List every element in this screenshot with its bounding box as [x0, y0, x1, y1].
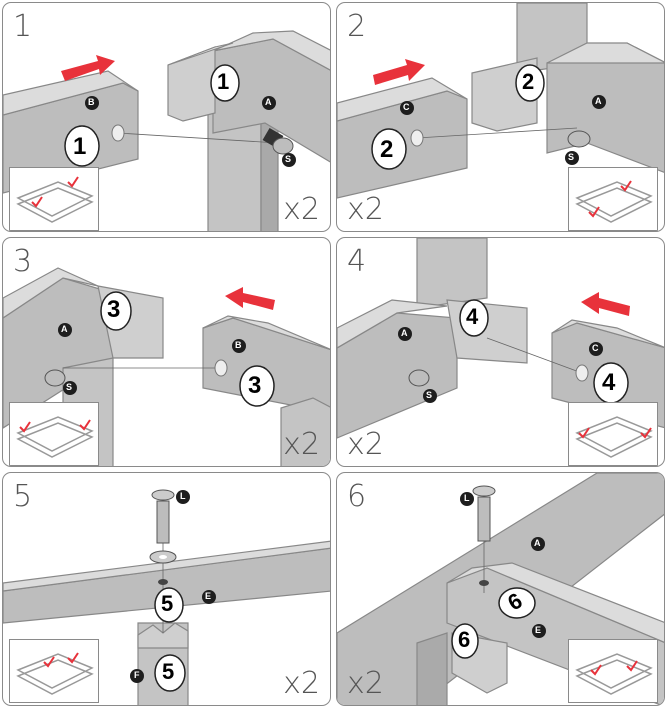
- part-label-l: L: [464, 493, 470, 503]
- callout-number: 1: [73, 133, 87, 160]
- callout-number: 2: [522, 69, 535, 94]
- frame-icon: [575, 653, 653, 695]
- step-number: 5: [13, 479, 33, 514]
- step-panel-6: 6 6 6 L A E x2: [336, 472, 665, 706]
- frame-location-inset: [568, 167, 658, 231]
- step-number: 2: [347, 9, 367, 44]
- frame-icon: [575, 416, 653, 458]
- screw-icon: [408, 369, 430, 387]
- frame-location-inset: [568, 402, 658, 466]
- quantity-multiplier: x2: [283, 192, 320, 227]
- step-panel-4: 4 4 4 A C S x2: [336, 237, 665, 467]
- part-label-a: A: [61, 324, 68, 334]
- quantity-multiplier: x2: [347, 192, 384, 227]
- check-mark-icon: [578, 427, 590, 439]
- screw-icon: [477, 496, 491, 542]
- part-label-s: S: [426, 390, 433, 400]
- part-label-a: A: [265, 97, 272, 107]
- part-label-e: E: [535, 625, 542, 635]
- frame-location-inset: [9, 167, 99, 231]
- arrow-icon: [373, 59, 425, 85]
- part-label-c: C: [592, 343, 599, 353]
- check-mark-icon: [620, 180, 632, 192]
- part-label-a: A: [534, 538, 541, 548]
- step-number: 6: [347, 479, 367, 514]
- callout-number: 1: [217, 69, 230, 94]
- part-label-b: B: [88, 97, 95, 107]
- arrow-icon: [581, 292, 630, 316]
- step-panel-5: 5 5 5 L E F x2: [2, 472, 331, 706]
- arrow-icon: [225, 287, 275, 310]
- screw-icon: [156, 500, 170, 544]
- part-label-s: S: [568, 152, 575, 162]
- part-label-a: A: [595, 96, 602, 106]
- quantity-multiplier: x2: [283, 666, 320, 701]
- step-number: 4: [347, 244, 367, 279]
- callout-number: 4: [602, 369, 616, 396]
- assembly-illustration: [3, 489, 330, 705]
- assembly-illustration: [337, 238, 664, 439]
- part-label-s: S: [66, 382, 73, 392]
- callout-number: 3: [107, 296, 121, 323]
- part-label-f: F: [134, 670, 140, 680]
- callout-number: 5: [162, 659, 175, 684]
- frame-location-inset: [568, 639, 658, 703]
- frame-icon: [16, 652, 94, 695]
- quantity-multiplier: x2: [347, 427, 384, 462]
- screw-icon: [44, 369, 66, 387]
- step-number: 1: [13, 9, 33, 44]
- frame-icon: [16, 176, 94, 223]
- step-number: 3: [13, 244, 33, 279]
- step-panel-3: 3 3 3 A B S x2: [2, 237, 331, 467]
- part-label-c: C: [403, 102, 410, 112]
- check-mark-icon: [590, 664, 602, 676]
- step-panel-1: 1 1 1 B A S x2: [2, 2, 331, 232]
- assembly-illustration: [3, 30, 330, 231]
- part-label-b: B: [235, 340, 242, 350]
- part-label-l: L: [180, 491, 186, 501]
- check-mark-icon: [43, 656, 55, 668]
- screw-icon: [567, 130, 591, 148]
- frame-location-inset: [9, 402, 99, 466]
- callout-number: 4: [466, 304, 479, 329]
- frame-location-inset: [9, 639, 99, 703]
- part-label-s: S: [285, 154, 292, 164]
- quantity-multiplier: x2: [347, 666, 384, 701]
- assembly-illustration: [337, 3, 664, 199]
- step-panel-2: 2 2 2 C A S x2: [336, 2, 665, 232]
- part-label-a: A: [401, 328, 408, 338]
- frame-icon: [575, 180, 653, 223]
- part-label-e: E: [205, 591, 212, 601]
- quantity-multiplier: x2: [283, 427, 320, 462]
- callout-number: 3: [248, 372, 262, 399]
- check-mark-icon: [19, 421, 31, 433]
- callout-number: 5: [161, 591, 174, 616]
- frame-icon: [16, 416, 94, 458]
- check-mark-icon: [67, 176, 79, 188]
- arrow-icon: [61, 55, 115, 81]
- callout-number: 6: [458, 627, 471, 652]
- callout-number: 2: [380, 136, 394, 163]
